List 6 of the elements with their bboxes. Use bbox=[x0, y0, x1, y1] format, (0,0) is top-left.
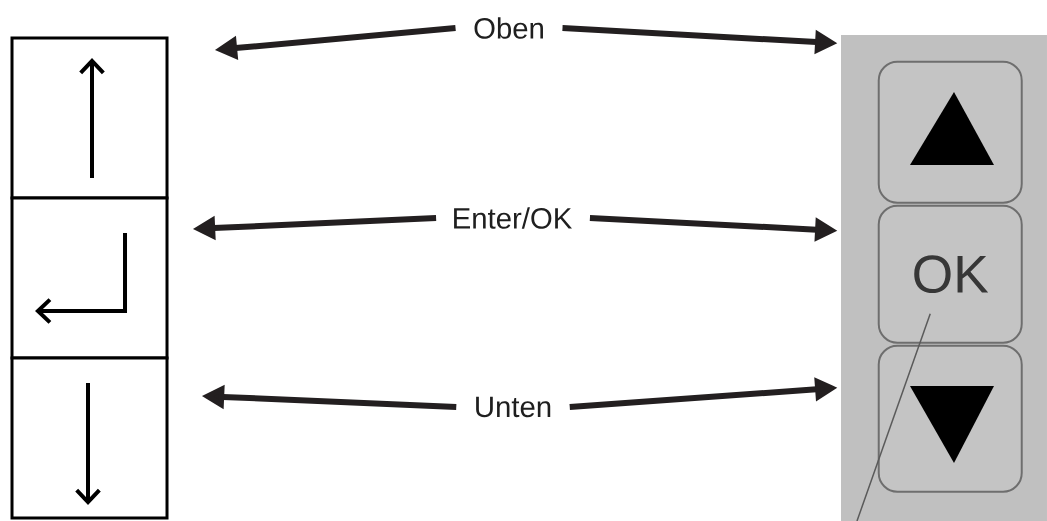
leader-line bbox=[856, 313, 931, 521]
ok-button: OK bbox=[877, 204, 1023, 344]
callout-label: Enter/OK bbox=[454, 207, 572, 229]
callout-label: Oben bbox=[474, 17, 543, 39]
callout-label: Unten bbox=[476, 396, 551, 418]
key-box bbox=[10, 356, 169, 520]
